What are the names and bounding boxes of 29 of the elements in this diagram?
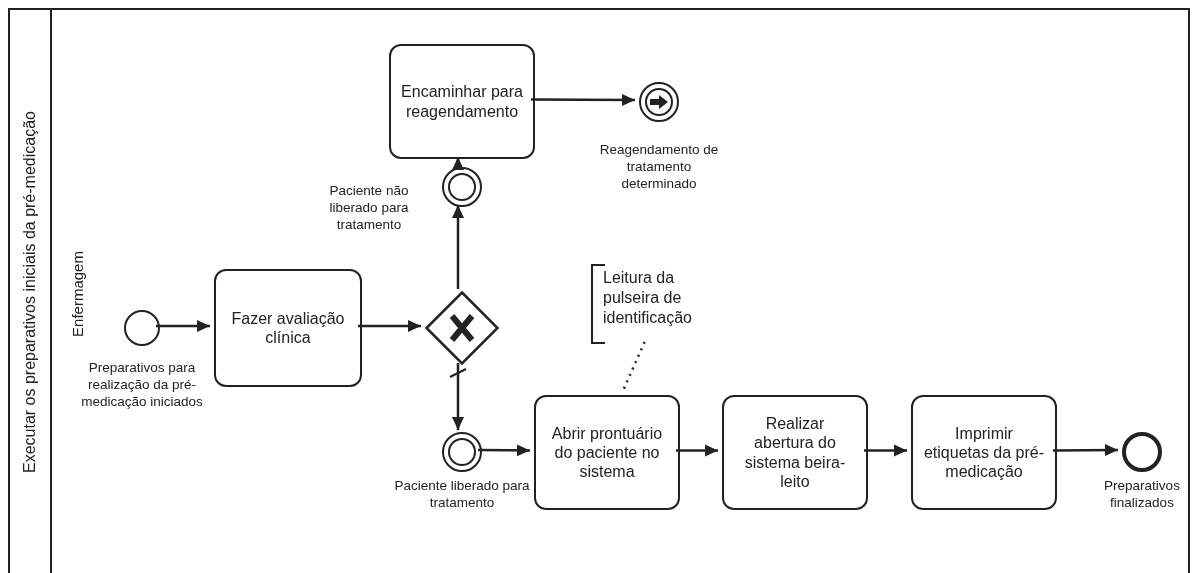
task-box: Realizar abertura do sistema beira-leito	[722, 395, 868, 510]
task-box: Fazer avaliação clínica	[214, 269, 362, 387]
pool-label: Executar os preparativos iniciais da pré-medicação	[21, 111, 39, 473]
sequence-flow-arrow	[478, 444, 530, 457]
task-box: Abrir prontuário do paciente no sistema	[534, 395, 680, 510]
end-event-circle	[639, 82, 679, 122]
text-annotation: Leitura da pulseira de identificação	[591, 264, 719, 344]
start-event-circle	[124, 310, 160, 346]
sequence-flow-arrow	[1053, 444, 1118, 457]
task-box: Imprimir etiquetas da pré-medicação	[911, 395, 1057, 510]
sequence-flow-arrow	[358, 320, 421, 332]
event-label: Reagendamento de tratamento determinado	[598, 142, 720, 193]
intermediate-event-circle	[442, 432, 482, 472]
event-label: Preparativos finalizados	[1103, 478, 1181, 512]
sequence-flow-arrow	[531, 93, 635, 106]
sequence-flow-arrow	[676, 444, 718, 457]
lane-label: Enfermagem	[68, 251, 86, 337]
sequence-flow-arrow	[452, 157, 464, 170]
sequence-flow-arrow	[452, 205, 464, 289]
intermediate-event-circle	[442, 167, 482, 207]
end-event-circle	[1122, 432, 1162, 472]
event-label: Preparativos para realização da pré-medicação iniciados	[80, 360, 204, 411]
event-label: Paciente não liberado para tratamento	[328, 183, 410, 234]
sequence-flow-arrow	[452, 363, 464, 430]
event-label: Paciente liberado para tratamento	[393, 478, 531, 512]
task-box: Encaminhar para reagendamento	[389, 44, 535, 159]
sequence-flow-arrow	[156, 320, 210, 332]
gateway-diamond	[425, 291, 499, 365]
sequence-flow-arrow	[864, 444, 907, 457]
